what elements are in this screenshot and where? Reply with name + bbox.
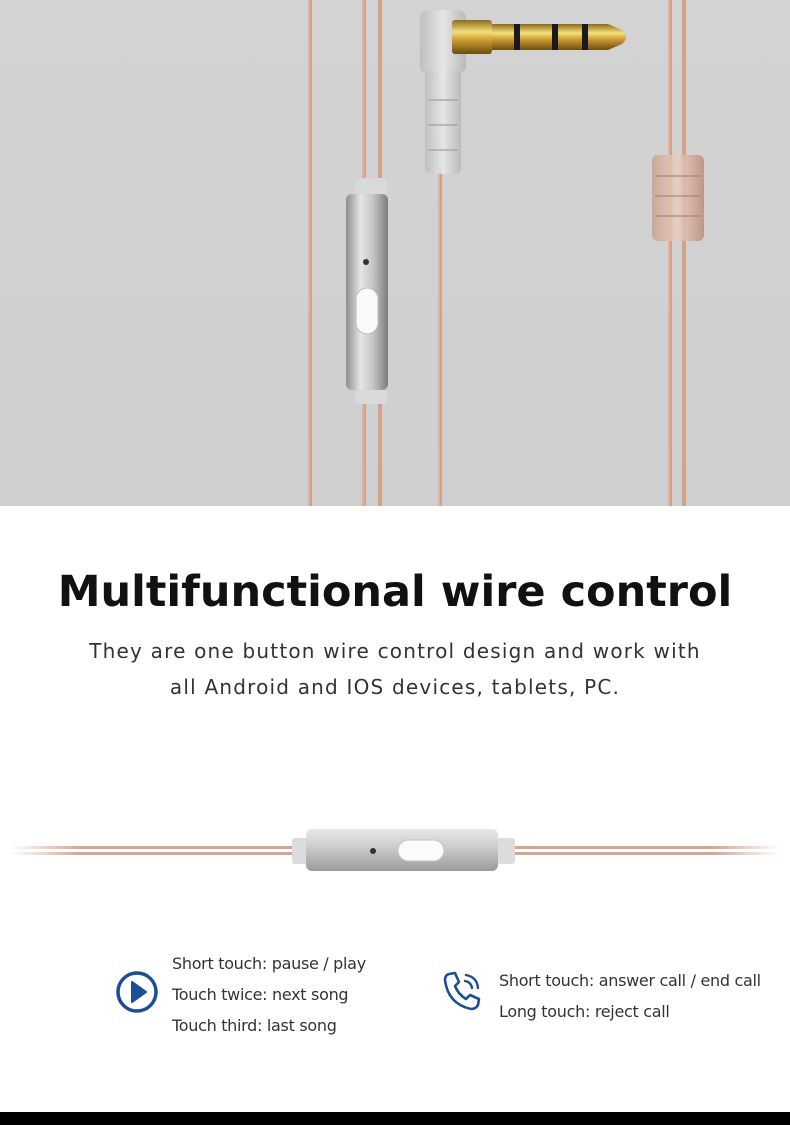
bottom-divider-bar [0,1112,790,1125]
media-control-item: Touch third: last song [172,1016,337,1035]
media-control-item: Touch twice: next song [172,985,349,1004]
earphone-cable-plug-photo [308,0,704,506]
page-subtitle: They are one button wire control design … [89,639,701,699]
call-control-list: Short touch: answer call / end call Long… [499,965,761,1027]
call-control-item: Long touch: reject call [499,1002,670,1021]
media-control-list: Short touch: pause / play Touch twice: n… [172,948,366,1041]
page-title: Multifunctional wire control [57,567,733,617]
hero-product-image [0,0,790,506]
call-control-item: Short touch: answer call / end call [499,971,761,990]
media-control-item: Short touch: pause / play [172,954,366,973]
inline-remote-photo [10,829,780,871]
play-icon [116,971,158,1013]
phone-icon [443,971,481,1011]
